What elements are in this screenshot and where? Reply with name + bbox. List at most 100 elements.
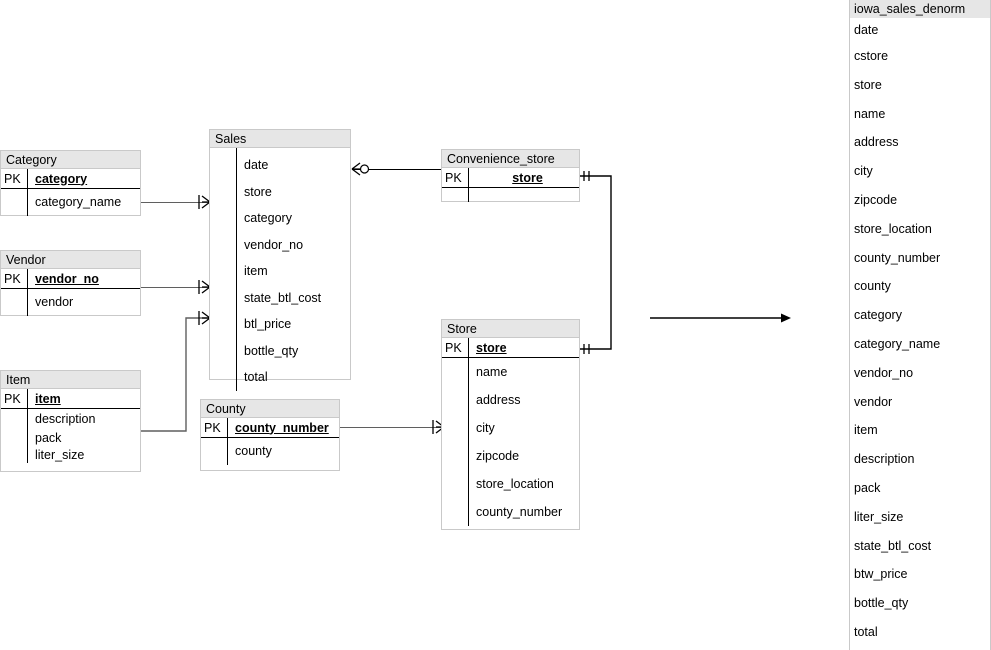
field-label: vendor_no [244,237,304,252]
denorm-column: store_location [854,221,932,236]
field-label: category [244,211,292,226]
entity-county-title: County [201,400,339,418]
entity-convenience-store-pk-row: PK store [442,168,579,188]
field-label: store_location [476,477,554,491]
entity-item-pk-row: PK item [1,389,140,409]
entity-county-pk-row: PK county_number [201,418,339,438]
pk-label: PK [4,171,21,186]
entity-store[interactable]: Store PK store name address city zipcode… [441,319,580,530]
entity-sales-title: Sales [210,130,350,148]
entity-category-title: Category [1,151,140,169]
entity-store-title: Store [442,320,579,338]
entity-sales-field-row: bottle_qty [210,338,350,365]
denorm-column: vendor_no [854,365,914,380]
denorm-column: store [854,77,882,92]
denorm-column: cstore [854,49,889,63]
entity-vendor-field-row: vendor [1,289,140,316]
field-label: state_btl_cost [244,290,322,305]
field-label: liter_size [35,447,85,462]
entity-category[interactable]: Category PK category category_name [0,150,141,216]
entity-sales-field-row: date [210,152,350,179]
denorm-column: category [854,308,902,323]
denorm-column: btw_price [854,567,908,582]
denorm-column: item [854,423,878,438]
entity-store-field-row: address [442,386,579,414]
entity-sales[interactable]: Sales date store category vendor_no item… [209,129,351,391]
pk-label: PK [445,340,462,355]
entity-sales-field-row: store [210,179,350,206]
entity-store-pk-row: PK store [442,338,579,358]
denorm-table-title: iowa_sales_denorm [850,0,990,18]
entity-sales-field-row: state_btl_cost [210,285,350,312]
denorm-column: address [854,135,899,150]
entity-vendor-title: Vendor [1,251,140,269]
denorm-column: total [854,624,878,639]
entity-convenience-store[interactable]: Convenience_store PK store [441,149,580,202]
denorm-column: liter_size [854,509,904,524]
field-label: county [235,444,272,459]
denorm-column: description [854,452,915,467]
denorm-column: county_number [854,250,941,265]
field-label: description [35,412,96,426]
denorm-column: bottle_qty [854,596,909,611]
denorm-column: date [854,23,879,37]
pk-field: store [476,340,507,355]
field-label: name [476,365,508,379]
entity-store-field-row: store_location [442,470,579,498]
link-sales-convenience-store [352,169,444,171]
entity-item-field-row: pack [1,429,140,446]
denorm-table-panel[interactable]: iowa_sales_denorm date cstore store name… [849,0,991,650]
entity-item[interactable]: Item PK item description pack liter_size [0,370,141,472]
entity-category-pk-row: PK category [1,169,140,189]
field-label: zipcode [476,449,520,463]
field-label: bottle_qty [244,343,299,358]
entity-sales-field-row: category [210,205,350,232]
entity-county-field-row: county [201,438,339,465]
entity-vendor[interactable]: Vendor PK vendor_no vendor [0,250,141,316]
pk-field: item [35,391,61,406]
field-label: city [476,421,495,435]
field-label: vendor [35,295,74,310]
entity-convenience-store-title: Convenience_store [442,150,579,168]
link-category-sales [140,202,210,204]
denorm-column: name [854,106,886,121]
field-label: county_number [476,505,563,519]
field-label: total [244,370,268,385]
entity-sales-field-row: vendor_no [210,232,350,259]
entity-sales-field-row: btl_price [210,311,350,338]
pk-field: county_number [235,420,329,435]
entity-sales-field-row: item [210,258,350,285]
denorm-column: county [854,279,891,294]
field-label: date [244,158,269,173]
entity-store-field-row: county_number [442,498,579,526]
entity-store-field-row: name [442,358,579,386]
field-label: category_name [35,195,122,210]
field-label: btl_price [244,317,292,332]
field-label: pack [35,430,62,445]
entity-vendor-pk-row: PK vendor_no [1,269,140,289]
denorm-column: city [854,164,873,179]
entity-county[interactable]: County PK county_number county [200,399,340,471]
denorm-column: state_btl_cost [854,538,932,553]
entity-category-field-row: category_name [1,189,140,216]
field-label: item [244,264,268,279]
pk-label: PK [204,420,221,435]
entity-item-field-row: liter_size [1,446,140,463]
pk-field: category [35,171,88,186]
entity-item-title: Item [1,371,140,389]
denorm-column: zipcode [854,192,898,207]
entity-item-field-row: description [1,409,140,429]
entity-store-field-row: city [442,414,579,442]
pk-label: PK [4,391,21,406]
pk-label: PK [4,271,21,286]
link-county-store [340,427,444,429]
denorm-column: category_name [854,336,941,351]
field-label: address [476,393,521,407]
pk-field: vendor_no [35,271,99,286]
pk-label: PK [445,170,462,185]
pk-field: store [512,170,543,185]
